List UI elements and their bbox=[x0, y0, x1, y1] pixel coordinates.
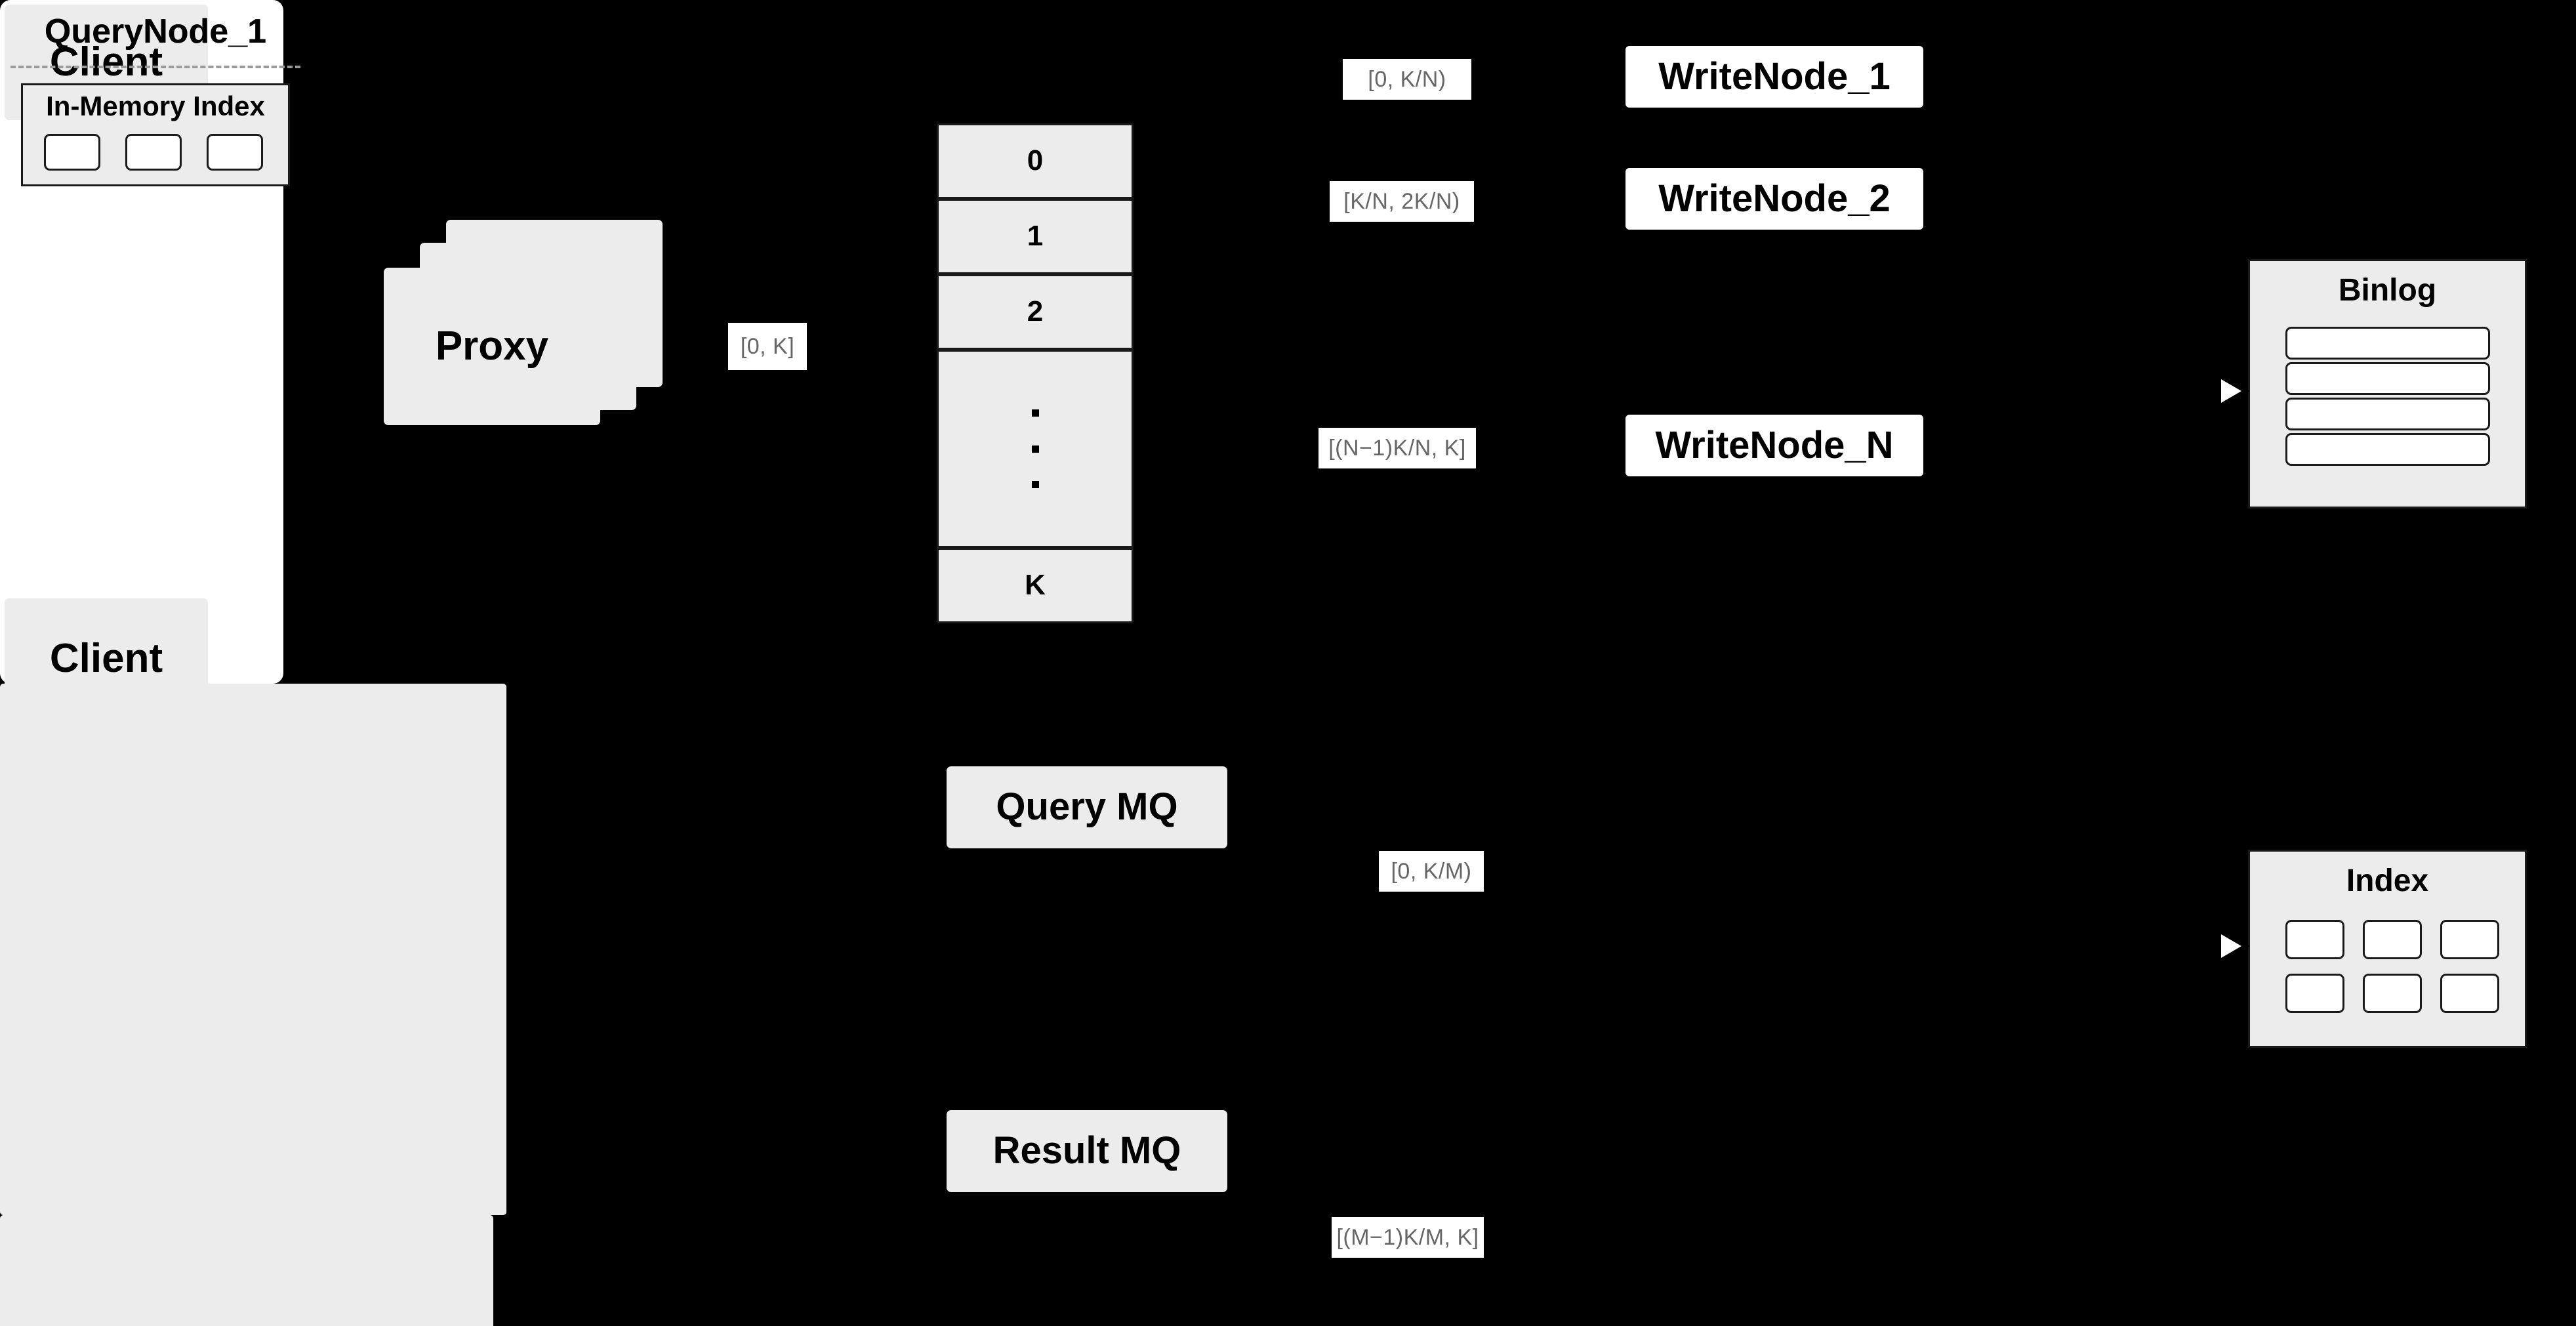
index-label: Index bbox=[2346, 863, 2429, 898]
index-cell[interactable] bbox=[2440, 920, 2499, 959]
arrow-to-write-node-1 bbox=[1473, 61, 1624, 98]
index-segment[interactable] bbox=[44, 134, 100, 171]
wal-title: WAL bbox=[990, 39, 1080, 85]
store-engine-title: Store Engine bbox=[2248, 165, 2499, 211]
arrow-to-query-node-2 bbox=[1486, 1219, 1639, 1256]
proxy-box[interactable]: Proxy bbox=[384, 268, 600, 425]
binlog-row[interactable] bbox=[2285, 362, 2490, 395]
range-label-query-node-2: [(M−1)K/M, K] bbox=[1332, 1217, 1484, 1258]
wal-row-1: 1 bbox=[937, 199, 1134, 274]
client-label: Client bbox=[49, 39, 163, 85]
binlog-row[interactable] bbox=[2285, 327, 2490, 360]
arrow-to-query-node-1 bbox=[1486, 853, 1639, 890]
query-node-2-divider bbox=[10, 66, 300, 68]
index-cell[interactable] bbox=[2285, 974, 2344, 1013]
range-label-write-node-n: [(N−1)K/N, K] bbox=[1319, 428, 1476, 468]
store-engine-binlog-section: Binlog bbox=[2248, 259, 2527, 508]
arrow-to-binlog bbox=[2184, 373, 2253, 409]
write-node-cluster bbox=[0, 684, 506, 1215]
query-cluster-vertical-ellipsis-icon bbox=[1769, 948, 1782, 1024]
query-node-2-title: QueryNode_1 bbox=[44, 12, 267, 51]
query-node-2-in-memory-index: In-Memory Index bbox=[21, 83, 290, 186]
arrow-to-write-node-2 bbox=[1476, 183, 1624, 220]
write-node-n[interactable]: WriteNode_N bbox=[1620, 409, 1929, 482]
write-node-1[interactable]: WriteNode_1 bbox=[1620, 41, 1929, 113]
range-label-write-node-2: [K/N, 2K/N) bbox=[1330, 181, 1474, 222]
wal-row-ellipsis bbox=[937, 350, 1134, 548]
range-label-write-node-1: [0, K/N) bbox=[1343, 59, 1471, 100]
wal-row-0: 0 bbox=[937, 123, 1134, 199]
wal-row-2: 2 bbox=[937, 274, 1134, 350]
write-node-2[interactable]: WriteNode_2 bbox=[1620, 163, 1929, 235]
binlog-label: Binlog bbox=[2338, 272, 2437, 308]
client-label: Client bbox=[49, 635, 163, 681]
query-mq-box[interactable]: Query MQ bbox=[947, 766, 1227, 848]
wal-row-k: K bbox=[937, 548, 1134, 623]
arrow-to-index bbox=[2184, 928, 2253, 964]
index-cell[interactable] bbox=[2285, 920, 2344, 959]
binlog-row[interactable] bbox=[2285, 433, 2490, 466]
write-cluster-vertical-ellipsis-icon bbox=[1768, 279, 1781, 354]
range-label-proxy-output: [0, K] bbox=[728, 323, 807, 370]
arrow-to-write-node-n bbox=[1477, 430, 1624, 466]
proxy-label: Proxy bbox=[435, 323, 549, 369]
query-node-cluster bbox=[0, 1215, 493, 1326]
result-mq-box[interactable]: Result MQ bbox=[947, 1110, 1227, 1192]
index-cell[interactable] bbox=[2440, 974, 2499, 1013]
index-cell[interactable] bbox=[2363, 974, 2422, 1013]
binlog-row[interactable] bbox=[2285, 398, 2490, 430]
client-box-2[interactable]: Client bbox=[5, 598, 208, 718]
store-engine-index-section: Index bbox=[2248, 850, 2527, 1048]
range-label-query-node-1: [0, K/M) bbox=[1379, 851, 1484, 892]
wal-vertical-ellipsis-icon bbox=[1031, 409, 1039, 488]
query-node-1-title: QueryNode_1 bbox=[44, 12, 267, 51]
index-cell[interactable] bbox=[2363, 920, 2422, 959]
index-segment[interactable] bbox=[125, 134, 182, 171]
index-segment[interactable] bbox=[207, 134, 263, 171]
